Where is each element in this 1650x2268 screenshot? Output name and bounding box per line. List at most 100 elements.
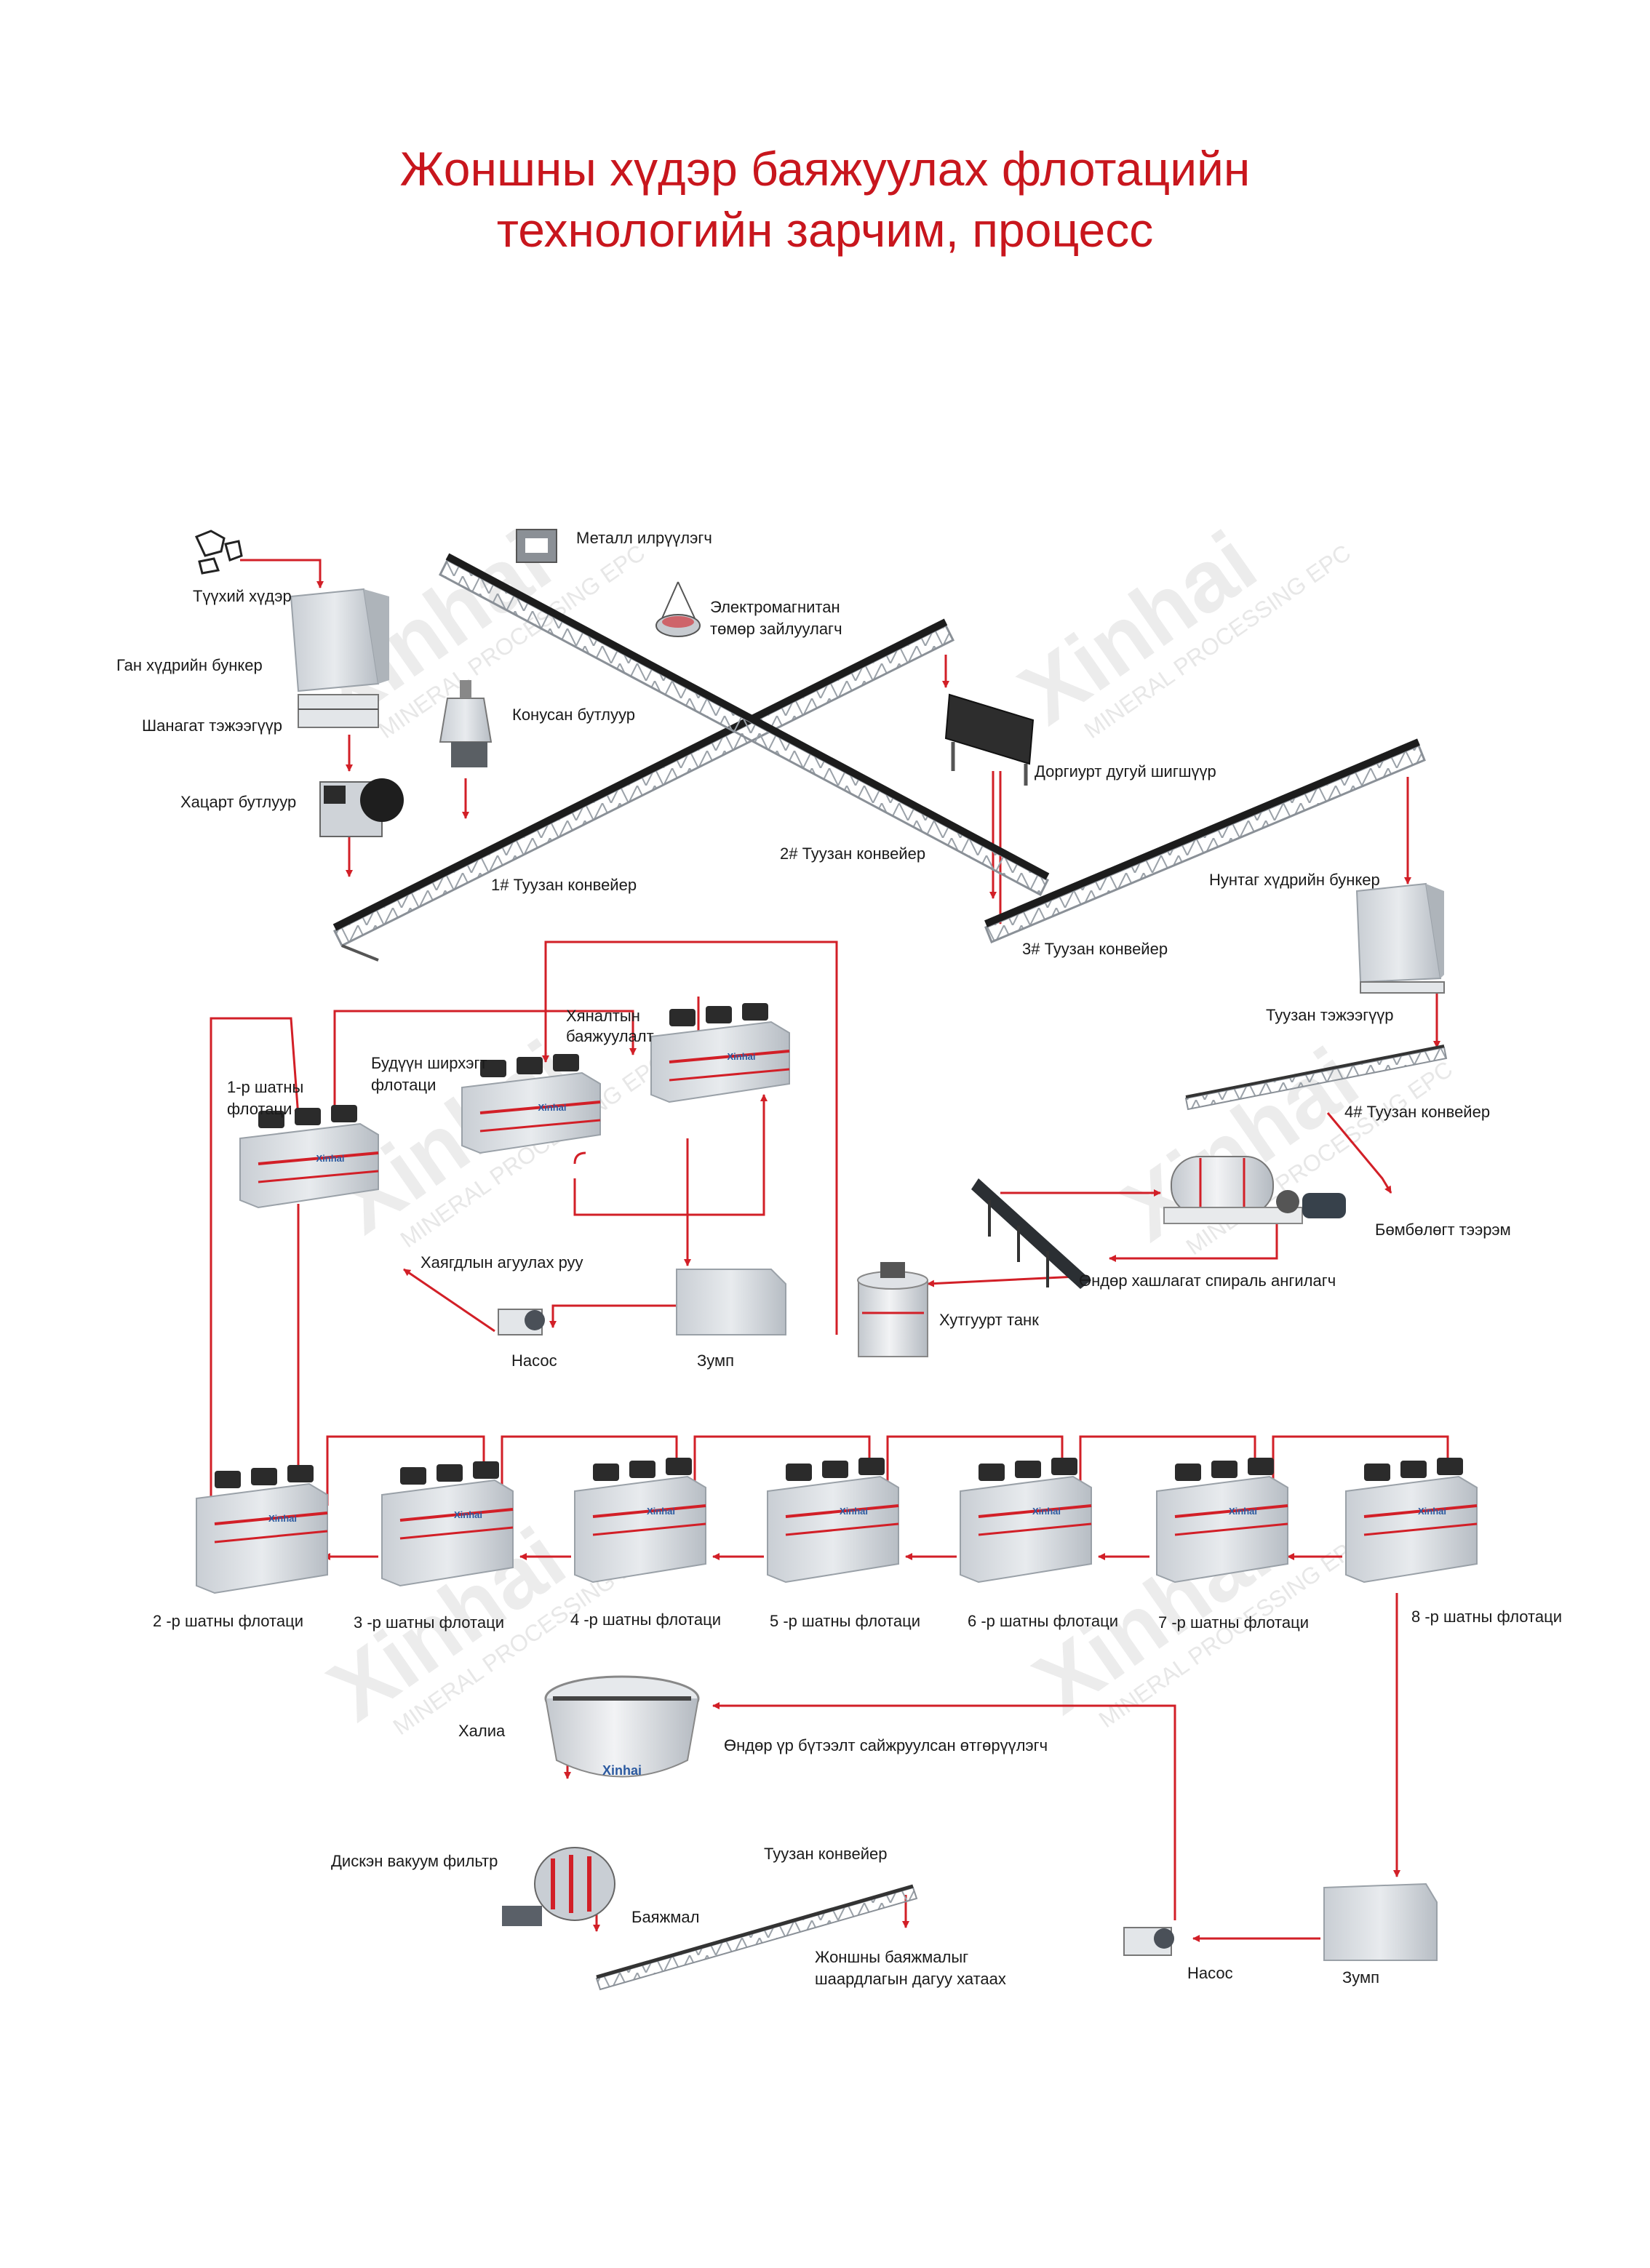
label-raw-ore: Түүхий хүдэр — [193, 587, 292, 605]
coarse-ore-bin — [290, 588, 389, 692]
flotation-cell-5: Xinhai — [767, 1458, 899, 1584]
flotation-motor — [517, 1057, 543, 1074]
flotation-motor — [1211, 1461, 1238, 1478]
label-rougher-1: Будүүн ширхэгт — [371, 1054, 487, 1072]
conveyor-2 — [439, 553, 1050, 897]
title-line-1: Жоншны хүдэр баяжуулах флотацийн — [399, 142, 1251, 196]
label-spiral-classifier: Өндөр хашлагат спираль ангилагч — [1079, 1271, 1336, 1290]
label-ball-mill: Бөмбөлөгт тээрэм — [1375, 1221, 1511, 1239]
flotation-motor — [258, 1111, 284, 1128]
flow-crossover — [573, 1151, 586, 1165]
flotation-cell-7: Xinhai — [1156, 1458, 1288, 1584]
label-cone-crusher: Конусан бутлуур — [512, 706, 635, 724]
label-fine-bin: Нунтаг хүдрийн бункер — [1209, 871, 1380, 889]
flotation-motor — [437, 1464, 463, 1482]
flotation-cell-1: Xinhai — [239, 1105, 379, 1209]
diagram-title: Жоншны хүдэр баяжуулах флотацийн техноло… — [0, 138, 1650, 260]
label-sump-bottom: Зумп — [1342, 1968, 1379, 1987]
metal-detector — [516, 529, 557, 563]
agitation-tank — [857, 1262, 928, 1357]
label-metal-detector: Металл илрүүлэгч — [576, 529, 712, 547]
magnetic-separator — [655, 581, 701, 637]
label-control-flotation-2: баяжуулалт — [566, 1027, 654, 1045]
flow-lines — [210, 559, 1451, 1942]
cell-brand: Xinhai — [316, 1153, 345, 1164]
cell-brand: Xinhai — [840, 1506, 868, 1517]
cell-brand: Xinhai — [647, 1506, 675, 1517]
flotation-motor — [251, 1468, 277, 1485]
flotation-motor — [593, 1464, 619, 1481]
disc-vacuum-filter — [502, 1847, 615, 1926]
flotation-motor — [331, 1105, 357, 1122]
flotation-motor — [669, 1009, 696, 1026]
label-final-2: шаардлагын дагуу хатаах — [815, 1970, 1006, 1988]
fine-ore-bin — [1355, 882, 1445, 994]
cone-crusher — [439, 680, 493, 767]
flotation-cell-2: Xinhai — [196, 1465, 328, 1594]
label-stage-2: 2 -р шатны флотаци — [153, 1612, 303, 1630]
flotation-motor — [1364, 1464, 1390, 1481]
label-conveyor-4: 4# Туузан конвейер — [1344, 1103, 1490, 1121]
flotation-motor — [287, 1465, 314, 1482]
cell-brand: Xinhai — [538, 1102, 567, 1113]
title-line-2: технологийн зарчим, процесс — [496, 203, 1154, 257]
cell-brand: Xinhai — [454, 1509, 482, 1520]
label-thickener: Өндөр үр бүтээлт сайжруулсан өтгөрүүлэгч — [724, 1736, 1048, 1754]
cell-brand: Xinhai — [728, 1051, 756, 1062]
flotation-motor — [1437, 1458, 1463, 1475]
label-stage-7: 7 -р шатны флотаци — [1158, 1613, 1309, 1632]
label-magnetic-2: төмөр зайлуулагч — [710, 620, 842, 638]
cell-brand: Xinhai — [268, 1513, 297, 1524]
cell-brand: Xinhai — [1032, 1506, 1061, 1517]
label-concentrate: Баяжмал — [631, 1908, 700, 1926]
label-magnetic-1: Электромагнитан — [710, 598, 840, 616]
label-sump-top: Зумп — [697, 1351, 734, 1370]
labels: Түүхий хүдэр Ган хүдрийн бункер Шанагат … — [116, 529, 1562, 1988]
sump-bottom — [1323, 1882, 1438, 1961]
label-belt-conveyor: Туузан конвейер — [764, 1845, 887, 1863]
label-final-1: Жоншны баяжмалыг — [815, 1948, 968, 1966]
label-stage-4: 4 -р шатны флотаци — [570, 1610, 721, 1629]
flotation-cell-3: Xinhai — [381, 1461, 514, 1587]
flotation-motor — [706, 1006, 732, 1023]
flotation-motor — [295, 1108, 321, 1125]
label-stage-3: 3 -р шатны флотаци — [354, 1613, 504, 1632]
vibrating-screen — [944, 693, 1035, 786]
flotation-motor — [666, 1458, 692, 1475]
flotation-motor — [786, 1464, 812, 1481]
label-grizzly-feeder: Шанагат тэжээгүүр — [142, 716, 282, 735]
flotation-motor — [1248, 1458, 1274, 1475]
label-conveyor-1: 1# Туузан конвейер — [491, 876, 637, 894]
ball-mill — [1163, 1156, 1346, 1224]
label-control-flotation-1: Хяналтын — [566, 1007, 640, 1025]
raw-ore-icon — [194, 530, 243, 575]
pump-top — [498, 1309, 545, 1335]
label-stage-6: 6 -р шатны флотаци — [968, 1612, 1118, 1630]
pump-bottom — [1123, 1927, 1174, 1956]
flotation-motor — [215, 1471, 241, 1488]
label-rougher-2: флотаци — [371, 1076, 436, 1094]
grizzly-feeder — [298, 694, 379, 728]
label-conveyor-3: 3# Туузан конвейер — [1022, 940, 1168, 958]
label-first-flotation-2: флотаци — [227, 1100, 292, 1118]
label-vibrating-screen: Доргиурт дугуй шигшүүр — [1035, 762, 1216, 780]
flotation-motor — [822, 1461, 848, 1478]
label-jaw-crusher: Хацарт бутлуур — [180, 793, 296, 811]
cell-brand: Xinhai — [1418, 1506, 1446, 1517]
conveyor-4 — [1184, 1045, 1448, 1111]
flotation-motor — [1175, 1464, 1201, 1481]
label-first-flotation-1: 1-р шатны — [227, 1078, 303, 1096]
flotation-cell-rougher: Xinhai — [461, 1054, 601, 1154]
label-disc-filter: Дискэн вакуум фильтр — [331, 1852, 498, 1870]
flotation-motor — [1400, 1461, 1427, 1478]
final-conveyor — [595, 1884, 918, 1991]
label-overflow: Халиа — [458, 1722, 506, 1740]
sump-top — [676, 1269, 786, 1335]
spiral-classifier — [971, 1178, 1091, 1289]
conveyor-3 — [984, 738, 1426, 943]
flotation-motor — [629, 1461, 655, 1478]
flotation-cell-6: Xinhai — [960, 1458, 1092, 1584]
label-to-tailings: Хаягдлын агуулах руу — [421, 1253, 583, 1271]
watermark-2: Xinhai MINERAL PROCESSING EPC — [1003, 513, 1355, 743]
